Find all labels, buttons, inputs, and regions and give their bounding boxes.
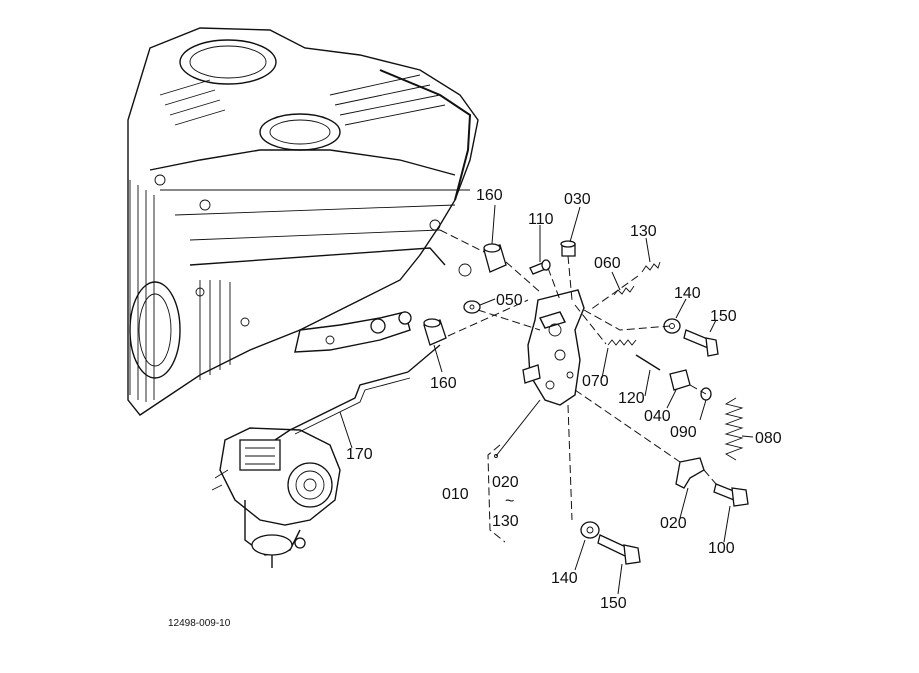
callout-020-group: 020 [492,474,519,491]
callout-090: 090 [670,424,697,441]
callout-140-bottom: 140 [551,570,578,587]
callout-160-bottom: 160 [430,375,457,392]
engine-block [127,27,479,416]
governor-plate [522,289,585,406]
spring-080 [724,397,744,461]
bracket-040 [669,369,691,391]
screw-110 [529,259,551,275]
callout-130-top: 130 [630,223,657,240]
callout-170: 170 [346,446,373,463]
callout-040: 040 [644,408,671,425]
spring-130-top [641,261,661,273]
bracket-020 [675,457,705,489]
group-range-symbol: ~ [505,493,514,510]
bolt-100 [713,483,749,507]
callout-110: 110 [528,211,554,228]
adjust-spring-070 [607,339,637,346]
callout-150-bottom: 150 [600,595,627,612]
figure-number: 12498-009-10 [168,618,231,629]
washer-140-bottom [580,521,600,539]
nut-030 [560,240,576,257]
collar-160-bottom [423,318,447,346]
washer-050 [463,300,481,314]
carburetor [211,427,341,568]
bolt-150-bottom [597,534,641,565]
group-bracket-010 [487,444,506,543]
callout-leaders [339,204,754,595]
callout-070: 070 [582,373,609,390]
callout-010: 010 [442,486,469,503]
callout-150-top: 150 [710,308,737,325]
governor-rod [274,344,441,441]
callout-060: 060 [594,255,621,272]
bolt-150-top [683,329,719,357]
callout-140-top: 140 [674,285,701,302]
callout-120: 120 [618,390,645,407]
callout-130-group: 130 [492,513,519,530]
callout-160-top: 160 [476,187,503,204]
callout-020-right: 020 [660,515,687,532]
screw-120 [635,354,661,371]
callout-080: 080 [755,430,782,447]
callout-030: 030 [564,191,591,208]
assembly-lines [439,229,717,521]
callout-050: 050 [496,292,523,309]
callout-100: 100 [708,540,735,557]
callout-labels: 160 110 030 130 060 050 140 150 160 070 … [346,187,782,612]
collar-160-top [483,243,507,273]
